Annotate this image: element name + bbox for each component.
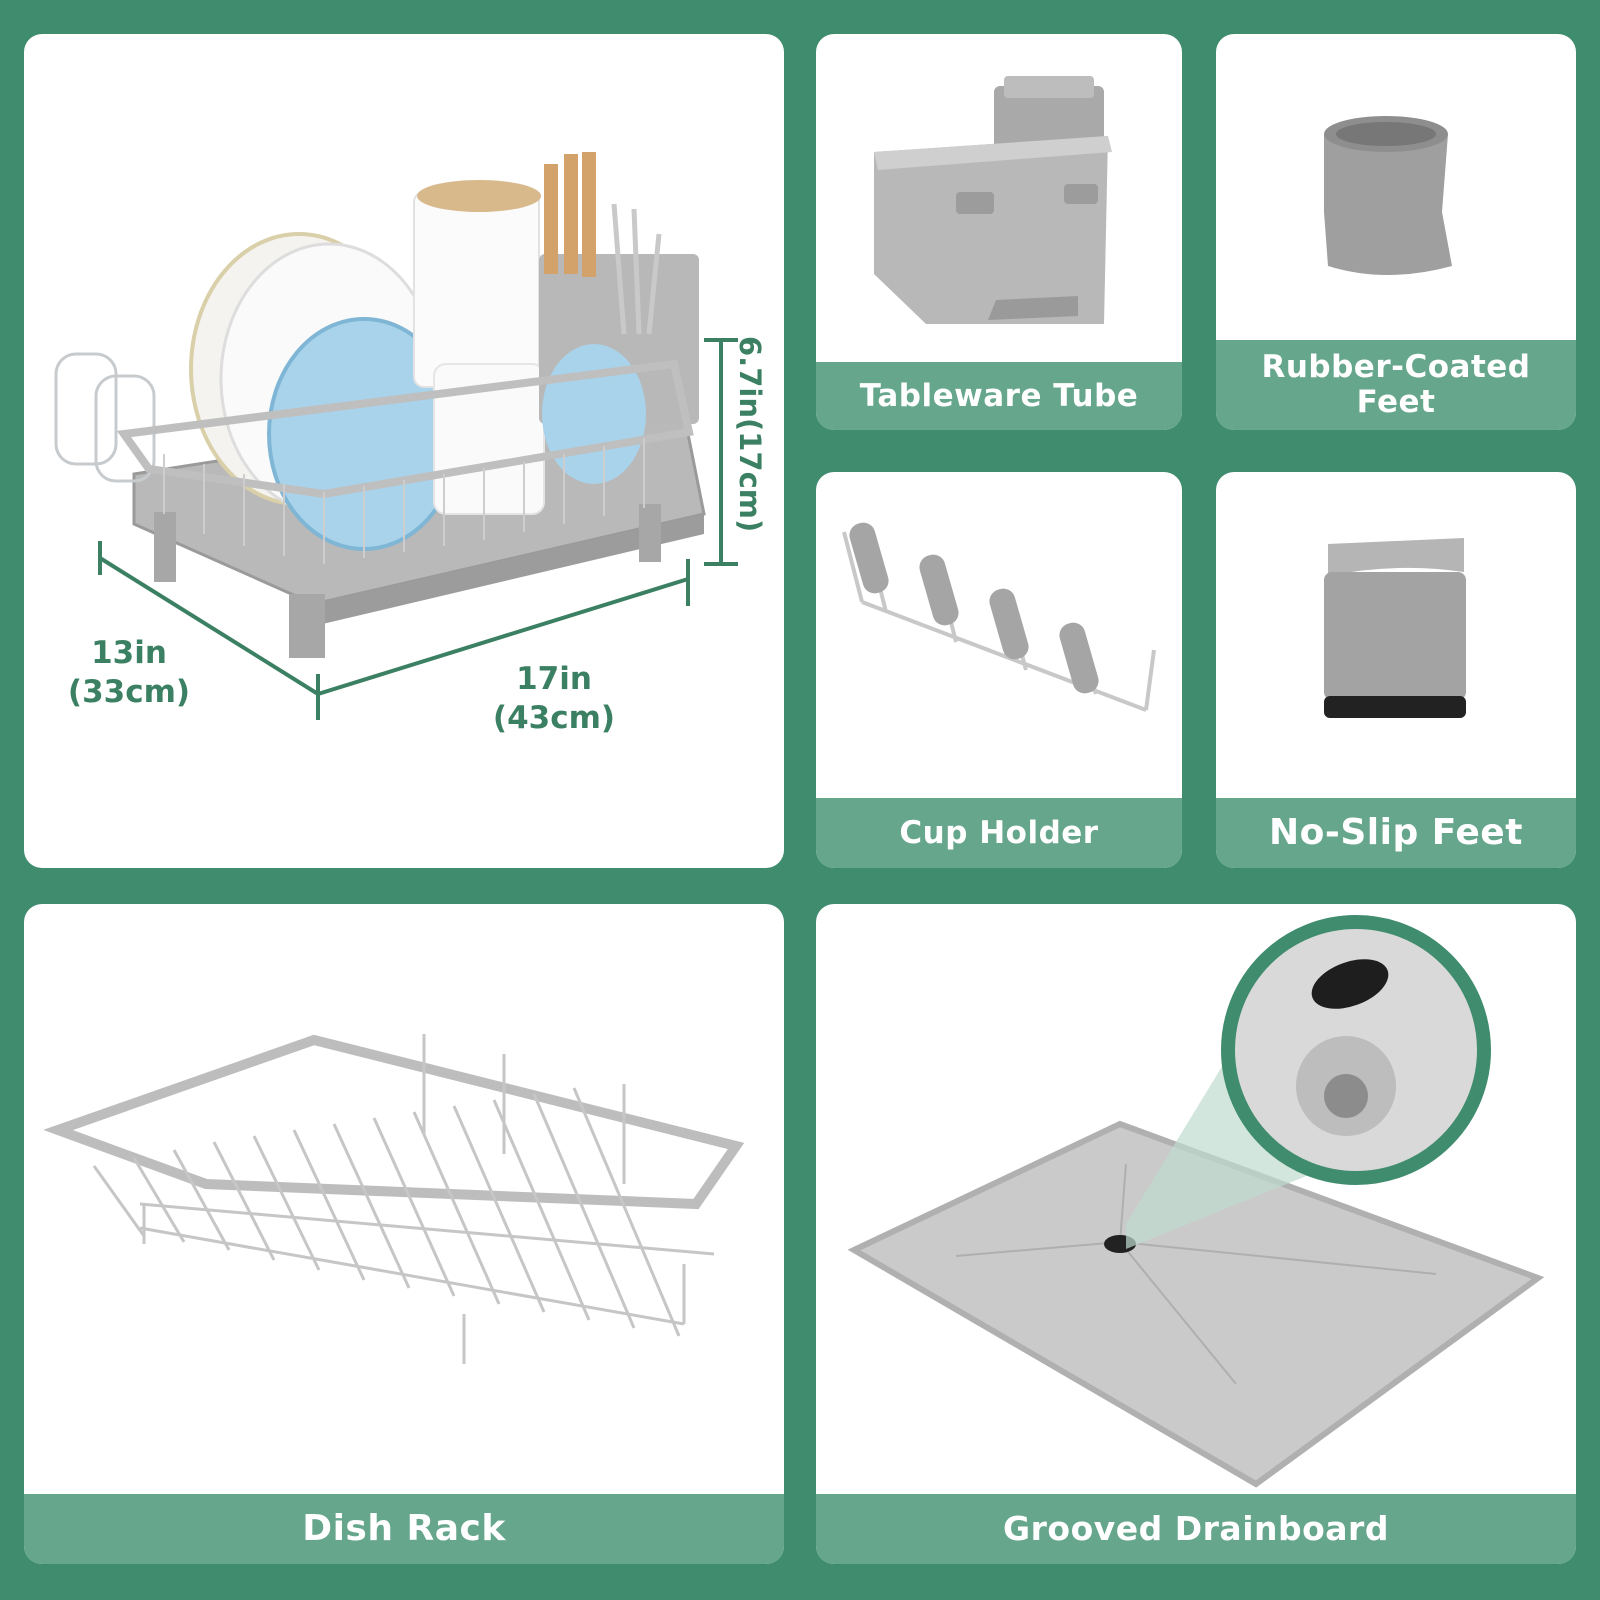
rubber-coated-feet-caption: Rubber-Coated Feet: [1216, 340, 1576, 430]
cup-holder-label: Cup Holder: [899, 814, 1099, 851]
cup-holder-image: [842, 522, 1156, 712]
rubber-coated-foot-image: [1324, 116, 1452, 275]
cup-holder-caption: Cup Holder: [816, 798, 1182, 868]
tableware-tube-panel: Tableware Tube: [816, 34, 1182, 430]
rubber-coated-feet-label-line2: Feet: [1356, 384, 1436, 420]
dish-rack-image: [43, 1034, 745, 1364]
depth-dimension-label: 13in (33cm): [64, 634, 194, 712]
main-product-panel: 13in (33cm) 17in (43cm) 6.7in(17cm): [24, 34, 784, 868]
dish-rack-assembled-image: [54, 152, 738, 720]
grooved-drainboard-panel: Grooved Drainboard: [816, 904, 1576, 1564]
dish-rack-caption: Dish Rack: [24, 1494, 784, 1564]
tableware-tube-label: Tableware Tube: [859, 377, 1139, 414]
grooved-drainboard-image: [847, 915, 1545, 1488]
dish-rack-label: Dish Rack: [302, 1507, 506, 1549]
no-slip-feet-panel: No-Slip Feet: [1216, 472, 1576, 868]
rubber-coated-feet-panel: Rubber-Coated Feet: [1216, 34, 1576, 430]
cup-holder-panel: Cup Holder: [816, 472, 1182, 868]
width-dimension-label: 17in (43cm): [484, 660, 624, 738]
tableware-tube-caption: Tableware Tube: [816, 362, 1182, 430]
width-metric: (43cm): [492, 699, 616, 736]
tableware-tube-image: [874, 76, 1112, 324]
no-slip-feet-caption: No-Slip Feet: [1216, 798, 1576, 868]
depth-metric: (33cm): [67, 673, 191, 710]
no-slip-feet-label: No-Slip Feet: [1269, 811, 1523, 853]
grooved-drainboard-label: Grooved Drainboard: [1003, 1508, 1389, 1548]
height-dimension-label: 6.7in(17cm): [733, 336, 767, 533]
dish-rack-panel: Dish Rack: [24, 904, 784, 1564]
width-imperial: 17in: [516, 661, 592, 697]
depth-imperial: 13in: [91, 635, 167, 671]
no-slip-foot-image: [1324, 538, 1466, 718]
rubber-coated-feet-label-line1: Rubber-Coated: [1261, 349, 1531, 386]
grooved-drainboard-caption: Grooved Drainboard: [816, 1494, 1576, 1564]
